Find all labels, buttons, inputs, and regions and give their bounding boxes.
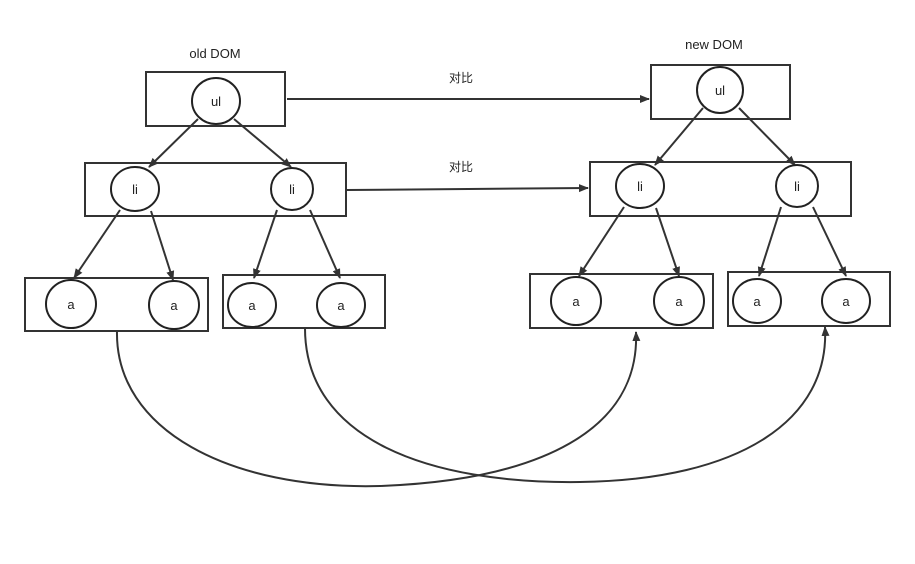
old-a-node-4 (316, 282, 366, 328)
new-a-node-4 (821, 278, 871, 324)
old-edge-li2-a3 (253, 209, 278, 279)
old-ul-label: ul (211, 94, 221, 109)
old-a-node-1 (45, 279, 97, 329)
old-ul-node (191, 77, 241, 125)
new-li-label-1: li (637, 179, 643, 194)
new-a-node-1 (550, 276, 602, 326)
compare-curve-left (115, 330, 641, 488)
new-edge-li1-a1 (578, 206, 625, 277)
compare-curve-right (304, 326, 830, 484)
old-li-label-2: li (289, 182, 295, 197)
new-li-label-2: li (794, 179, 800, 194)
old-edge-ul-li2 (233, 118, 292, 168)
old-edge-li1-a1 (73, 209, 121, 279)
old-a-label-2: a (170, 298, 178, 313)
compare-label-li: 对比 (449, 160, 473, 174)
new-edge-ul-li1 (654, 107, 704, 166)
new-a-label-3: a (753, 294, 761, 309)
old-a-node-3 (227, 282, 277, 328)
old-a-label-4: a (337, 298, 345, 313)
old-edge-ul-li1 (148, 118, 199, 168)
new-edge-ul-li2 (738, 107, 796, 166)
old-a-label-3: a (248, 298, 256, 313)
new-edge-li2-a4 (812, 206, 847, 277)
new-a-label-1: a (572, 294, 580, 309)
old-dom-caption: old DOM (189, 46, 240, 61)
new-edge-li2-a3 (757, 206, 782, 277)
compare-label-ul: 对比 (449, 71, 473, 85)
old-li-label-1: li (132, 182, 138, 197)
new-li-node-1 (615, 163, 665, 209)
old-li-node-2 (270, 167, 314, 211)
old-edge-li1-a2 (150, 210, 175, 281)
new-dom-caption: new DOM (685, 37, 743, 52)
old-a-node-2 (148, 280, 200, 330)
new-a-node-3 (732, 278, 782, 324)
old-edge-li2-a4 (309, 209, 341, 279)
new-ul-label: ul (715, 83, 725, 98)
new-a-label-2: a (675, 294, 683, 309)
old-a-label-1: a (67, 297, 75, 312)
new-a-node-2 (653, 276, 705, 326)
new-ul-node (696, 66, 744, 114)
old-li-node-1 (110, 166, 160, 212)
new-li-node-2 (775, 164, 819, 208)
new-edge-li1-a2 (655, 207, 680, 277)
new-a-label-4: a (842, 294, 850, 309)
compare-arrow-li (346, 184, 589, 193)
